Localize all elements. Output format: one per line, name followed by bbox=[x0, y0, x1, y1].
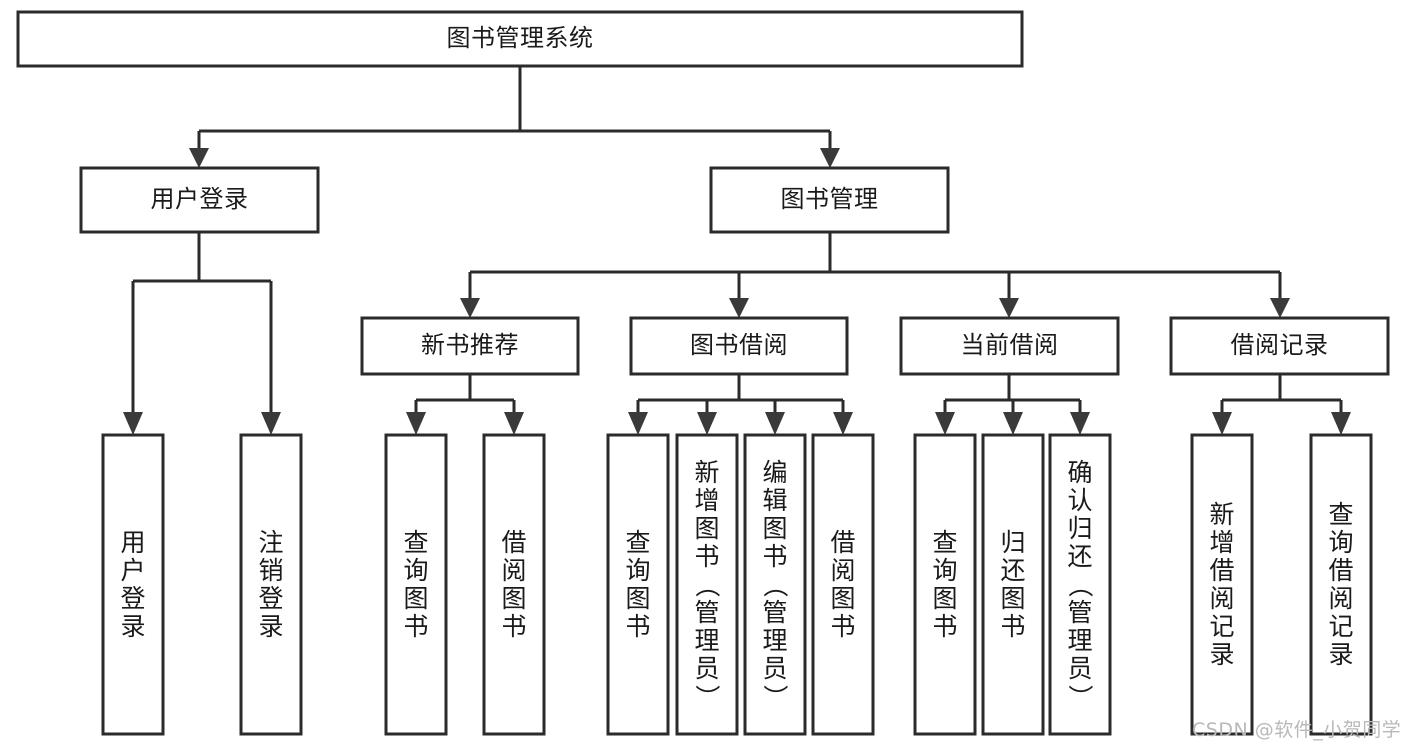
arrow-icon-leaf-user-login bbox=[123, 412, 143, 435]
node-box-leaf-user-login[interactable] bbox=[101, 433, 165, 736]
arrow-icon-user-login bbox=[189, 148, 209, 168]
node-box-leaf-query-book-recommend[interactable] bbox=[384, 433, 448, 736]
node-box-leaf-query-borrow-record[interactable] bbox=[1309, 433, 1373, 736]
arrow-icon-leaf-query-book-current bbox=[935, 412, 955, 435]
node-box-borrow-record[interactable] bbox=[1169, 316, 1390, 376]
arrow-icon-leaf-query-borrow-record bbox=[1331, 412, 1351, 435]
arrow-icon-leaf-query-book-borrow bbox=[628, 412, 648, 435]
arrowhead-layer bbox=[123, 148, 1351, 435]
arrow-icon-leaf-add-book-admin bbox=[697, 412, 717, 435]
node-box-leaf-edit-book-admin[interactable] bbox=[743, 433, 807, 736]
arrow-icon-leaf-edit-book-admin bbox=[765, 412, 785, 435]
arrow-icon-leaf-borrow-book-recommend bbox=[504, 412, 524, 435]
arrow-icon-leaf-return-book bbox=[1003, 412, 1023, 435]
node-box-book-borrow[interactable] bbox=[629, 316, 849, 376]
arrow-icon-book-borrow bbox=[729, 298, 749, 318]
node-box-leaf-query-book-current[interactable] bbox=[913, 433, 977, 736]
node-box-layer bbox=[16, 10, 1390, 736]
arrow-icon-leaf-confirm-return-admin bbox=[1070, 412, 1090, 435]
node-box-book-management[interactable] bbox=[709, 166, 950, 234]
node-box-leaf-confirm-return-admin[interactable] bbox=[1048, 433, 1112, 736]
arrow-icon-book-management bbox=[820, 148, 840, 168]
node-box-leaf-borrow-book[interactable] bbox=[811, 433, 875, 736]
node-box-leaf-add-borrow-record[interactable] bbox=[1190, 433, 1254, 736]
node-box-new-book-recommend[interactable] bbox=[360, 316, 580, 376]
arrow-icon-leaf-query-book-recommend bbox=[406, 412, 426, 435]
node-box-leaf-return-book[interactable] bbox=[981, 433, 1045, 736]
node-box-current-borrow[interactable] bbox=[899, 316, 1120, 376]
node-box-root[interactable] bbox=[16, 10, 1024, 68]
node-box-leaf-query-book-borrow[interactable] bbox=[606, 433, 670, 736]
node-box-user-login[interactable] bbox=[79, 166, 320, 234]
arrow-icon-current-borrow bbox=[999, 298, 1019, 318]
arrow-icon-new-book-recommend bbox=[460, 298, 480, 318]
arrow-icon-leaf-logout bbox=[261, 412, 281, 435]
node-box-leaf-borrow-book-recommend[interactable] bbox=[482, 433, 546, 736]
node-box-leaf-logout[interactable] bbox=[239, 433, 303, 736]
csdn-watermark: CSDN @软件_小贺同学 bbox=[1192, 719, 1402, 741]
arrow-icon-leaf-add-borrow-record bbox=[1212, 412, 1232, 435]
arrow-icon-borrow-record bbox=[1270, 298, 1290, 318]
node-box-leaf-add-book-admin[interactable] bbox=[675, 433, 739, 736]
arrow-icon-leaf-borrow-book bbox=[833, 412, 853, 435]
